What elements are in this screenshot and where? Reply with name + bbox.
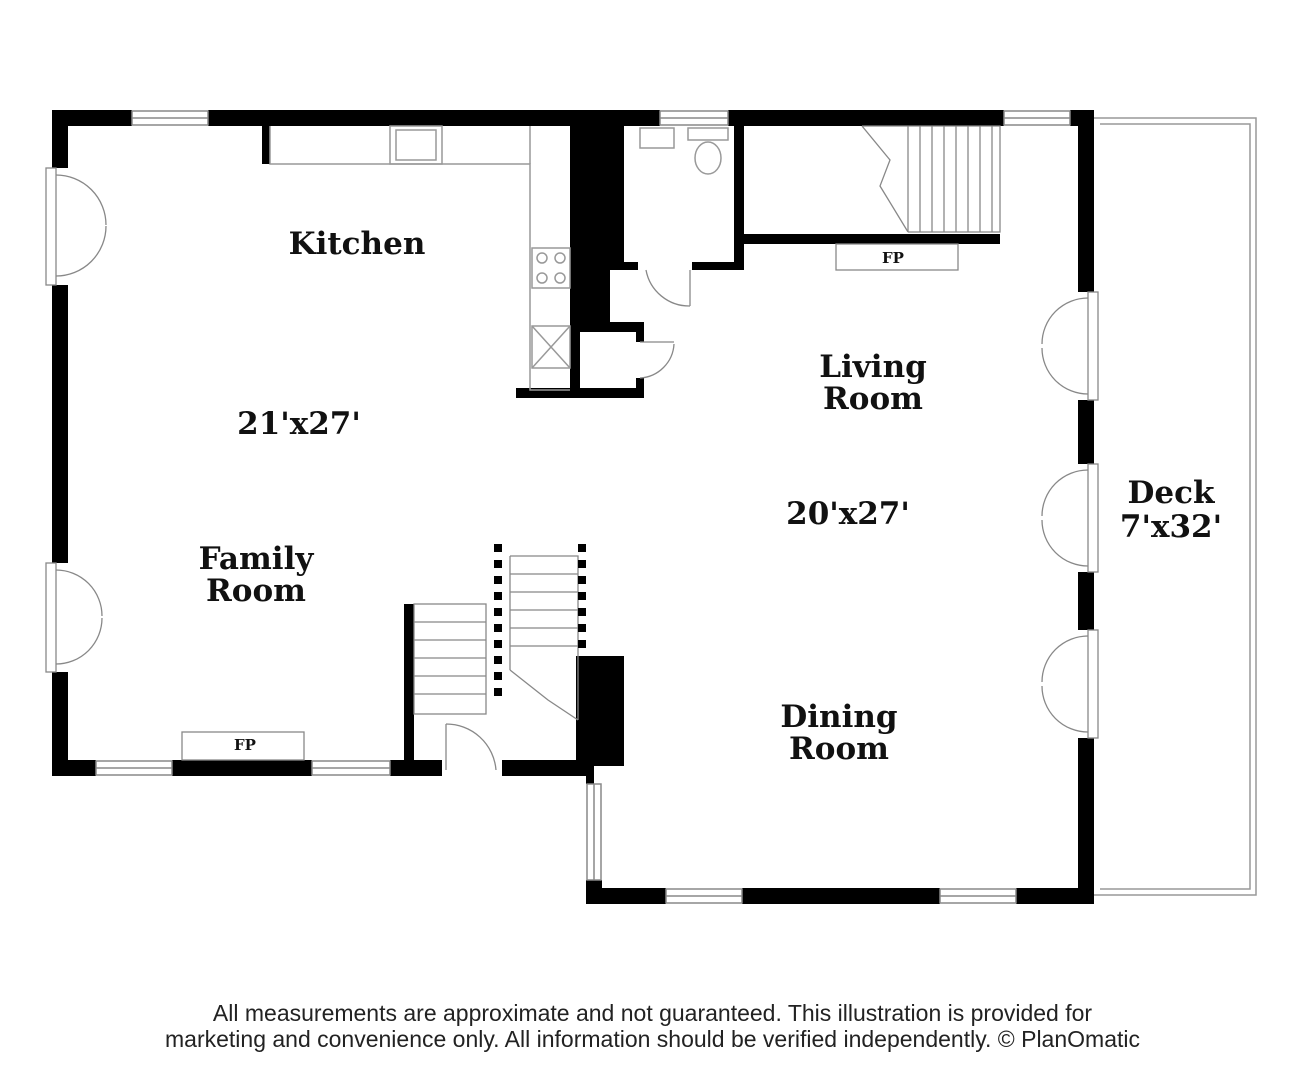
dining-room-label-line2: Room [789,731,889,767]
deck-outline [1094,117,1257,896]
living-fireplace-label: FP [882,249,904,267]
deck-label: Deck [1128,475,1216,511]
deck-dimensions: 7'x32' [1120,509,1222,545]
disclaimer: All measurements are approximate and not… [0,1000,1305,1052]
family-room-dimensions: 21'x27' [237,406,361,442]
living-room-label-line2: Room [823,381,923,417]
exterior-walls [52,110,1094,904]
kitchen-counter [269,125,571,391]
family-fireplace: FP [181,731,305,761]
living-fireplace: FP [835,243,959,271]
living-room-label-line1: Living [819,349,927,385]
windows [95,110,1071,904]
family-fireplace-label: FP [234,736,256,754]
kitchen-label: Kitchen [289,226,426,262]
dining-room-label-line1: Dining [780,699,897,735]
bathroom-fixtures [639,127,729,175]
family-room-label-line1: Family [199,541,315,577]
interior-walls [262,110,1000,766]
disclaimer-line-1: All measurements are approximate and not… [212,1000,1093,1026]
stair-railing [494,544,586,696]
disclaimer-line-2: marketing and convenience only. All info… [165,1026,1140,1052]
lower-staircase [413,555,579,721]
upper-staircase [861,125,1001,233]
family-room-label-line2: Room [206,573,306,609]
floor-plan: FP FP Kitchen 21'x27' Family Room Living… [45,110,1257,904]
living-room-dimensions: 20'x27' [786,496,910,532]
doors [45,167,1099,771]
